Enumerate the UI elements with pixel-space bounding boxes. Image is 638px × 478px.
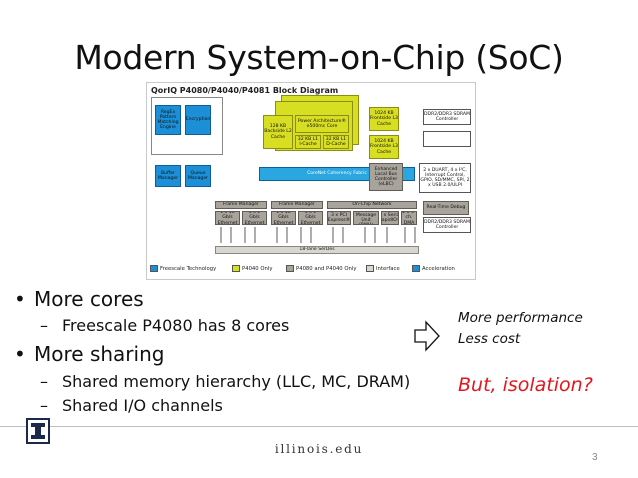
- legend-label: Interface: [376, 265, 400, 272]
- legend-item: Acceleration: [412, 265, 455, 272]
- sub-bullet-shared-io: –Shared I/O channels: [40, 396, 223, 415]
- on-chip-network: On-Chip Network: [327, 201, 417, 209]
- bullet-text: More cores: [34, 287, 144, 311]
- dash-glyph: –: [40, 316, 48, 335]
- backside-cache-block: 128 KB Backside L2 Cache: [263, 115, 293, 149]
- realtime-debug: Real-Time Debug: [423, 201, 469, 215]
- diagram-title: QorIQ P4080/P4040/P4081 Block Diagram: [151, 86, 339, 95]
- eth-10g-b: 1 x 10 Gb/s Ethernet: [271, 211, 296, 225]
- frontside-cache-bottom: 1024 KB Frontside L3 Cache: [369, 135, 399, 159]
- sub-bullet-shared-memory: –Shared memory hierarchy (LLC, MC, DRAM): [40, 372, 410, 391]
- bullet-glyph: •: [14, 342, 26, 366]
- eth-4x1g-a: 4 x 1 Gb/s Ethernet: [242, 211, 267, 225]
- eth-10g-a: 1 x 10 Gb/s Ethernet: [215, 211, 240, 225]
- legend-label: P4080 and P4040 Only: [296, 265, 357, 272]
- elbc-block: Enhanced Local Bus Controller (eLBC): [369, 163, 403, 191]
- slide-title: Modern System-on-Chip (SoC): [74, 38, 564, 77]
- ddr-controller-bottom-placeholder: [423, 131, 471, 147]
- legend-item: P4040 Only: [232, 265, 273, 272]
- srio-block: 2 x Serial RapidIO®: [381, 211, 399, 225]
- serdes-bar: 18-lane SerDes: [215, 246, 419, 254]
- frontside-cache-top: 1024 KB Frontside L3 Cache: [369, 107, 399, 131]
- bullet-more-cores: • More cores: [14, 287, 144, 311]
- frame-manager-1: Frame Manager: [215, 201, 267, 209]
- legend-item: Interface: [366, 265, 400, 272]
- footer-divider: [0, 426, 638, 427]
- l1-dcache-block: 32 KB L1 D-Cache: [323, 135, 349, 149]
- bullet-more-sharing: • More sharing: [14, 342, 164, 366]
- ddr-controller-bottom: DDR2/DDR3 SDRAM Controller: [423, 217, 471, 233]
- legend-label: Acceleration: [422, 265, 455, 272]
- legend-swatch: [232, 265, 240, 272]
- bullet-glyph: •: [14, 287, 26, 311]
- legend-item: P4080 and P4040 Only: [286, 265, 357, 272]
- queue-manager-block: Queue Manager: [185, 165, 211, 187]
- rapidio-unit-block: RapidIO Message Unit (RMU): [353, 211, 379, 225]
- dma-block: 2 x 4-ch. DMA: [401, 211, 417, 225]
- duart-block: 2 x DUART, 4 x I²C, Interrupt Control, G…: [419, 163, 471, 193]
- sub-bullet-text: Shared I/O channels: [62, 396, 223, 415]
- dash-glyph: –: [40, 372, 48, 391]
- encryption-block: Encryption: [185, 105, 211, 135]
- frame-manager-2: Frame Manager: [271, 201, 323, 209]
- footer-url: illinois.edu: [274, 442, 364, 456]
- page-number: 3: [592, 452, 598, 463]
- legend-label: P4040 Only: [242, 265, 273, 272]
- buffer-manager-block: Buffer Manager: [155, 165, 181, 187]
- note-more-performance: More performance: [458, 310, 583, 326]
- legend-swatch: [366, 265, 374, 272]
- block-diagram: QorIQ P4080/P4040/P4081 Block Diagram Re…: [146, 82, 476, 280]
- illinois-logo-icon: [26, 418, 50, 444]
- ddr-controller-top: DDR2/DDR3 SDRAM Controller: [423, 109, 471, 125]
- legend-item: Freescale Technology: [150, 265, 216, 272]
- note-isolation: But, isolation?: [458, 374, 593, 396]
- serdes-arrows: [220, 227, 416, 243]
- sub-bullet-p4080: –Freescale P4080 has 8 cores: [40, 316, 289, 335]
- sub-bullet-text: Freescale P4080 has 8 cores: [62, 316, 290, 335]
- eth-4x1g-b: 4 x 1 Gb/s Ethernet: [298, 211, 323, 225]
- legend-swatch: [150, 265, 158, 272]
- sub-bullet-text: Shared memory hierarchy (LLC, MC, DRAM): [62, 372, 411, 391]
- legend-swatch: [412, 265, 420, 272]
- diagram-legend: Freescale Technology P4040 Only P4080 an…: [150, 264, 472, 276]
- legend-label: Freescale Technology: [160, 265, 217, 272]
- note-less-cost: Less cost: [458, 331, 521, 347]
- core-block: Power Architecture® e500mc Core: [295, 115, 349, 133]
- regex-block: RegEx Pattern Matching Engine: [155, 105, 181, 135]
- implies-arrow-icon: [414, 320, 440, 352]
- l1-icache-block: 32 KB L1 I-Cache: [295, 135, 321, 149]
- pci-express-block: 3 x PCI Express®: [327, 211, 351, 225]
- legend-swatch: [286, 265, 294, 272]
- dash-glyph: –: [40, 396, 48, 415]
- bullet-text: More sharing: [34, 342, 165, 366]
